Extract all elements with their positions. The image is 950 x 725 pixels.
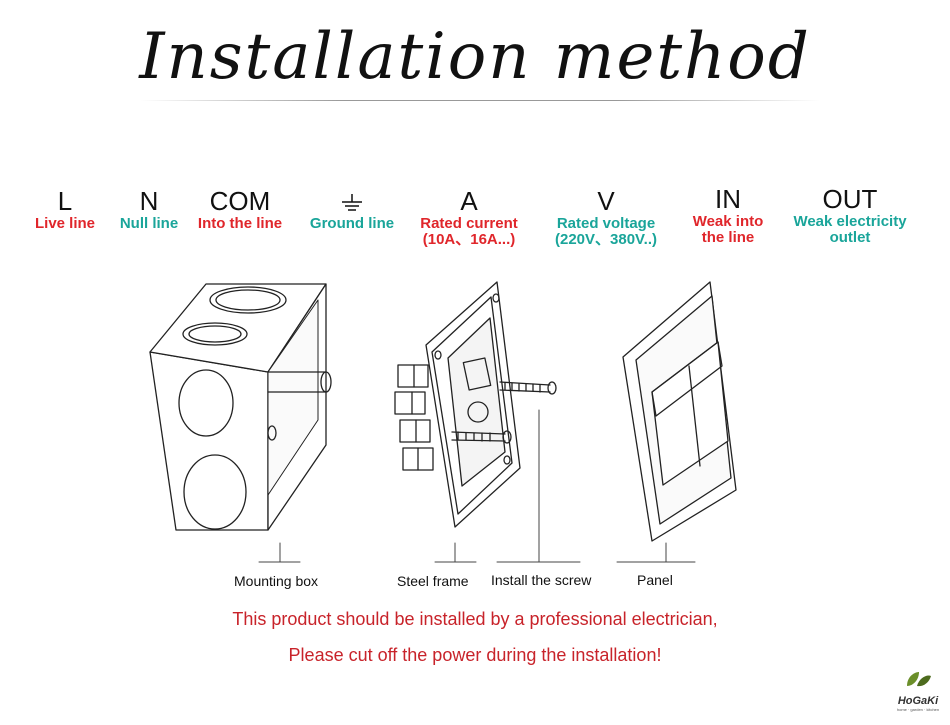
brand-logo: HoGaKi home · garden · kitchen <box>890 670 946 720</box>
page-title: Installation method <box>139 20 811 94</box>
legend-label: Rated current <box>420 215 518 232</box>
label-panel: Panel <box>637 572 673 588</box>
logo-tagline: home · garden · kitchen <box>896 707 940 712</box>
logo-name: HoGaKi <box>897 695 939 707</box>
leader-lines <box>258 409 696 563</box>
legend-label: Weak electricity <box>793 213 907 230</box>
legend-label: Null line <box>119 215 179 232</box>
legend-null-line: N Null line <box>114 186 184 232</box>
screw-drawing <box>451 381 557 444</box>
legend-label-detail: the line <box>701 229 755 246</box>
legend-symbol: OUT <box>822 184 878 214</box>
legend-label: Ground line <box>309 215 395 232</box>
leaf-icon <box>907 672 931 687</box>
legend-label-detail: outlet <box>829 229 871 246</box>
legend-rated-voltage: V Rated voltage (220V、380V..) <box>540 186 672 248</box>
ground-icon <box>302 186 402 216</box>
legend-symbol: L <box>57 186 73 216</box>
legend-ground-line: Ground line <box>302 186 402 232</box>
mounting-box-drawing <box>149 283 332 531</box>
legend-label: Rated voltage <box>556 215 656 232</box>
legend-symbol: IN <box>715 184 741 214</box>
legend-weak-in: IN Weak into the line <box>680 184 776 246</box>
legend-label: Live line <box>34 215 96 232</box>
legend-label-detail: (220V、380V..) <box>554 231 657 248</box>
legend-symbol: A <box>460 186 478 216</box>
legend-com: COM Into the line <box>190 186 290 232</box>
legend-label-detail: (10A、16A...) <box>422 231 516 248</box>
warning-line-1: This product should be installed by a pr… <box>232 609 718 629</box>
warning-line-2: Please cut off the power during the inst… <box>288 645 662 665</box>
legend-label: Into the line <box>197 215 283 232</box>
legend-live-line: L Live line <box>30 186 100 232</box>
label-mounting-box: Mounting box <box>234 573 319 589</box>
legend-rated-current: A Rated current (10A、16A...) <box>408 186 530 248</box>
legend-weak-out: OUT Weak electricity outlet <box>782 184 918 246</box>
legend-symbol: COM <box>209 186 271 216</box>
legend-symbol: V <box>597 186 615 216</box>
panel-drawing <box>622 281 737 542</box>
title-divider <box>140 100 820 101</box>
label-install-screw: Install the screw <box>491 572 592 588</box>
steel-frame-drawing <box>394 281 521 528</box>
label-steel-frame: Steel frame <box>397 573 469 589</box>
legend-label: Weak into <box>692 213 764 230</box>
legend-symbol: N <box>139 186 159 216</box>
